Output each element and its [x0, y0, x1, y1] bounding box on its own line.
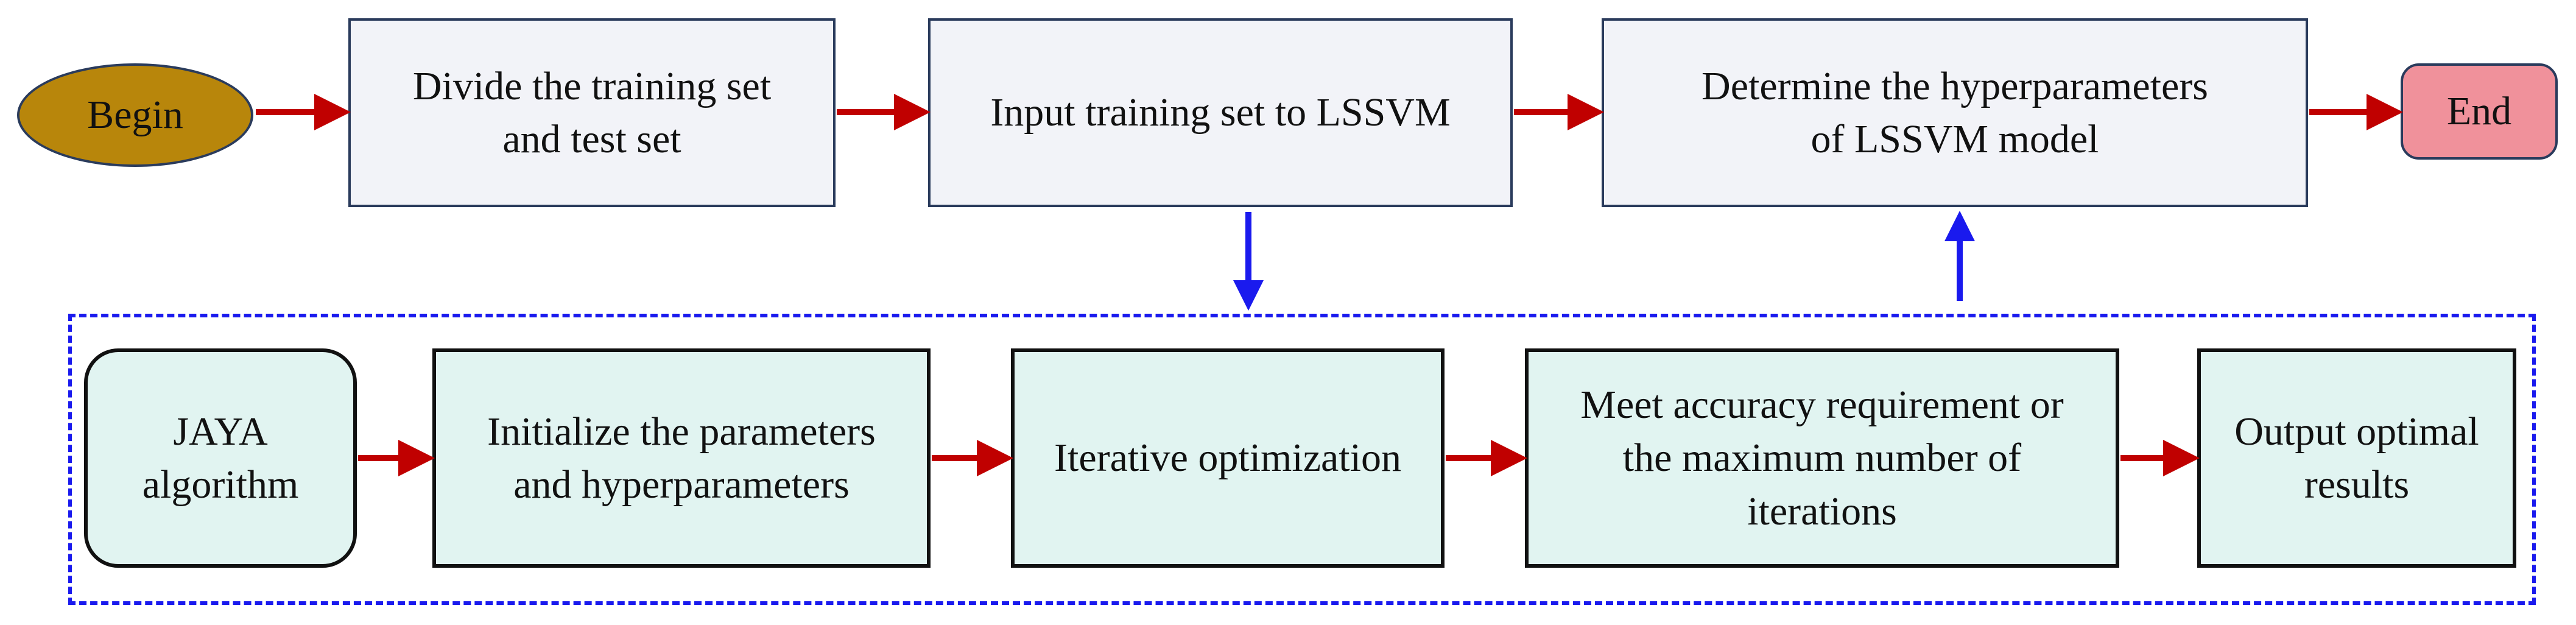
initialize-parameters-box: Initialize the parameters and hyperparam… — [432, 348, 931, 568]
output-results-box: Output optimal results — [2197, 348, 2516, 568]
determine-hyperparameters-box: Determine the hyperparameters of LSSVM m… — [1602, 18, 2308, 207]
divide-sets-box: Divide the training set and test set — [348, 18, 836, 207]
input-training-box: Input training set to LSSVM — [928, 18, 1513, 207]
jaya-algorithm-box: JAYA algorithm — [84, 348, 357, 568]
begin-node: Begin — [17, 63, 253, 167]
meet-requirement-box: Meet accuracy requirement or the maximum… — [1525, 348, 2119, 568]
jaya-optimization-region — [68, 314, 2536, 605]
end-node: End — [2401, 63, 2558, 160]
iterative-optimization-box: Iterative optimization — [1011, 348, 1445, 568]
